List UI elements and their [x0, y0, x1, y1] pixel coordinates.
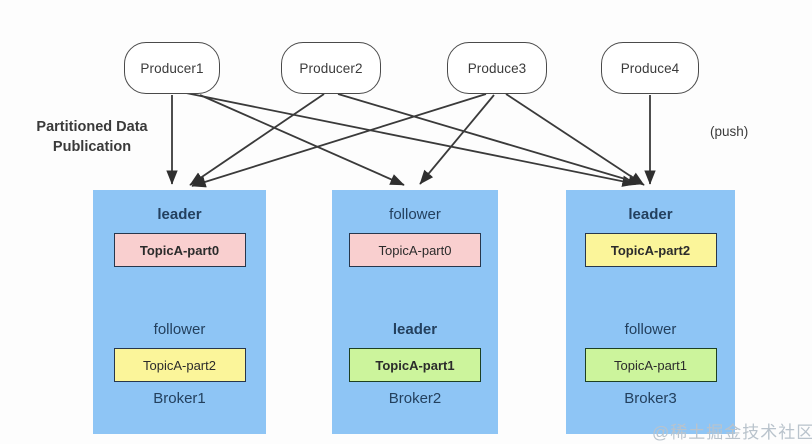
broker2-name: Broker2: [388, 390, 442, 407]
broker1-slot0-role: leader: [157, 206, 202, 223]
producer-node-producer4[interactable]: Produce4: [601, 42, 699, 94]
broker1-name: Broker1: [153, 390, 206, 407]
edge-producer2-broker2: [337, 93, 643, 186]
broker-column-broker3[interactable]: leader TopicA-part2 follower TopicA-part…: [566, 190, 735, 434]
producer-node-producer3[interactable]: Produce3: [447, 42, 547, 94]
producer-node-producer1[interactable]: Producer1: [124, 42, 220, 94]
partitioned-data-publication-label: Partitioned Data Publication: [12, 118, 172, 157]
broker2-slot0-role: follower: [389, 206, 441, 223]
side-label-line-2: Publication: [52, 138, 132, 155]
edge-producer3-broker1: [191, 93, 487, 188]
broker1-slot1-role: follower: [153, 321, 206, 338]
broker3-slot0-partition[interactable]: TopicA-part2: [584, 233, 717, 267]
broker2-slot1-partition[interactable]: TopicA-part1: [349, 348, 481, 382]
broker-column-broker1[interactable]: leader TopicA-part0 follower TopicA-part…: [93, 190, 266, 434]
edge-producer3-broker3: [505, 93, 645, 186]
producer-label: Producer2: [299, 60, 363, 76]
push-label: (push): [710, 124, 749, 139]
broker3-slot0-role: leader: [628, 206, 673, 223]
broker2-slot1-role: leader: [392, 321, 438, 338]
edge-producer3-broker2: [419, 94, 495, 185]
edge-producer1-broker3: [185, 92, 637, 187]
watermark: @稀土掘金技术社区: [652, 423, 812, 442]
broker3-slot1-partition[interactable]: TopicA-part1: [584, 348, 717, 382]
edge-producer2-broker1: [189, 93, 325, 186]
broker3-slot1-role: follower: [624, 321, 677, 338]
producer-node-producer2[interactable]: Producer2: [281, 42, 381, 94]
broker-column-broker2[interactable]: follower TopicA-part0 leader TopicA-part…: [332, 190, 498, 434]
edge-producer2-broker2-alt: [199, 94, 405, 186]
broker2-slot0-partition[interactable]: TopicA-part0: [349, 233, 481, 267]
producer-label: Produce4: [620, 60, 680, 76]
broker3-name: Broker3: [624, 390, 677, 407]
broker1-slot1-partition[interactable]: TopicA-part2: [113, 348, 246, 382]
producer-label: Produce3: [467, 60, 527, 76]
broker1-slot0-partition[interactable]: TopicA-part0: [113, 233, 246, 267]
producer-label: Producer1: [140, 60, 204, 76]
side-label-line-1: Partitioned Data: [36, 119, 148, 135]
